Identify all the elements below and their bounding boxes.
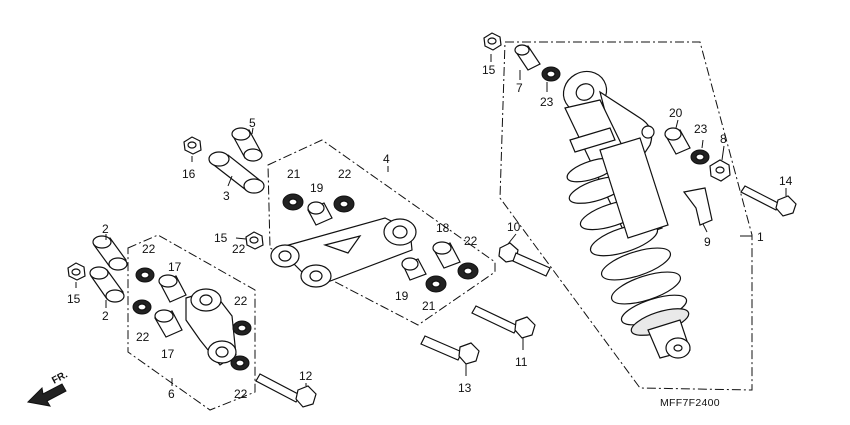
callout-2-bottom: 2	[102, 309, 109, 323]
linkage-dust-seal-21-lower	[425, 275, 447, 293]
callout-15-middle: 15	[214, 231, 228, 245]
callout-11: 11	[515, 355, 528, 369]
connecting-rod-group-outline	[127, 234, 256, 411]
callout-2-top: 2	[102, 222, 109, 236]
callout-20: 20	[669, 106, 683, 120]
rod-seal-22-bottom	[230, 355, 250, 371]
callout-22-rod-bottom: 22	[234, 387, 248, 401]
front-direction-indicator: FR.	[26, 369, 70, 407]
callout-22-rod-left: 22	[136, 330, 150, 344]
shock-bottom-dust-seal	[690, 149, 710, 165]
callout-21-bottom: 21	[422, 299, 436, 313]
collar-3	[208, 151, 265, 194]
rod-seal-22-top	[135, 267, 155, 283]
bolt-13	[420, 335, 480, 365]
linkage-bearing-19-lower	[401, 257, 427, 281]
callout-16: 16	[182, 167, 196, 181]
shock-top-dust-seal	[541, 66, 561, 82]
shock-bottom-collar	[709, 159, 731, 182]
callout-13: 13	[458, 381, 472, 395]
rod-bearing-17-top	[158, 274, 187, 303]
front-direction-label: FR.	[50, 369, 70, 386]
callout-6: 6	[168, 387, 175, 401]
shock-top-nut	[483, 32, 502, 51]
label-sticker	[682, 187, 713, 226]
callout-17-bottom: 17	[161, 347, 175, 361]
callout-21-top: 21	[287, 167, 301, 181]
collar-2-bottom	[89, 266, 125, 303]
callout-23-top: 23	[540, 95, 554, 109]
callout-1: 1	[757, 230, 764, 244]
shock-linkage-arm	[270, 217, 417, 288]
connecting-rod	[185, 288, 237, 366]
linkage-seal-22-right	[457, 262, 479, 280]
shock-top-collar	[514, 44, 541, 71]
callout-10: 10	[507, 220, 521, 234]
callout-9: 9	[704, 235, 711, 249]
linkage-seal-22	[333, 195, 355, 213]
callout-22-rod-right: 22	[234, 294, 248, 308]
diagram-code: MFF7F2400	[660, 397, 720, 409]
bolt-11	[471, 305, 536, 339]
callout-labels: 1 2 2 3 4 5 6 7 8 9 10 11 12 13 14 15 15…	[67, 63, 793, 401]
collar-5	[231, 127, 263, 162]
leader-lines	[75, 54, 787, 386]
callout-15-top: 15	[482, 63, 496, 77]
callout-5: 5	[249, 116, 256, 130]
callout-15-left: 15	[67, 292, 81, 306]
linkage-arm-group-outline	[267, 139, 496, 326]
callout-22-linkage-right: 22	[464, 234, 478, 248]
callout-23-right: 23	[694, 122, 708, 136]
rod-bearing-17-bottom	[154, 309, 183, 338]
front-arrow-icon	[26, 383, 67, 407]
linkage-dust-seal-21	[282, 193, 304, 211]
callout-7: 7	[516, 81, 523, 95]
linkage-nut	[245, 231, 264, 250]
linkage-nut-16	[183, 136, 202, 155]
callout-14: 14	[779, 174, 793, 188]
callout-22-rod-upper: 22	[232, 242, 246, 256]
rear-shock-absorber	[562, 70, 691, 359]
callout-18: 18	[436, 221, 450, 235]
callout-22-linkage-top: 22	[338, 167, 352, 181]
callout-12: 12	[299, 369, 313, 383]
shock-upper-bolt	[498, 242, 551, 277]
collar-2-top	[92, 235, 128, 271]
callout-17-top: 17	[168, 260, 182, 274]
callout-19-top: 19	[310, 181, 324, 195]
shock-group-outline	[499, 41, 753, 391]
callout-8: 8	[720, 132, 727, 146]
bolt-12	[255, 373, 317, 408]
callout-4: 4	[383, 152, 390, 166]
callout-3: 3	[223, 189, 230, 203]
rod-seal-22-right	[232, 320, 252, 336]
shock-lower-bolt	[740, 185, 797, 217]
rod-nut	[67, 262, 86, 281]
callout-22-rod-top: 22	[142, 242, 156, 256]
linkage-bearing-18	[432, 241, 461, 269]
callout-19-bottom: 19	[395, 289, 409, 303]
shock-bottom-bearing	[664, 127, 691, 155]
rod-seal-22-left	[132, 299, 152, 315]
linkage-bearing-19	[307, 201, 333, 226]
